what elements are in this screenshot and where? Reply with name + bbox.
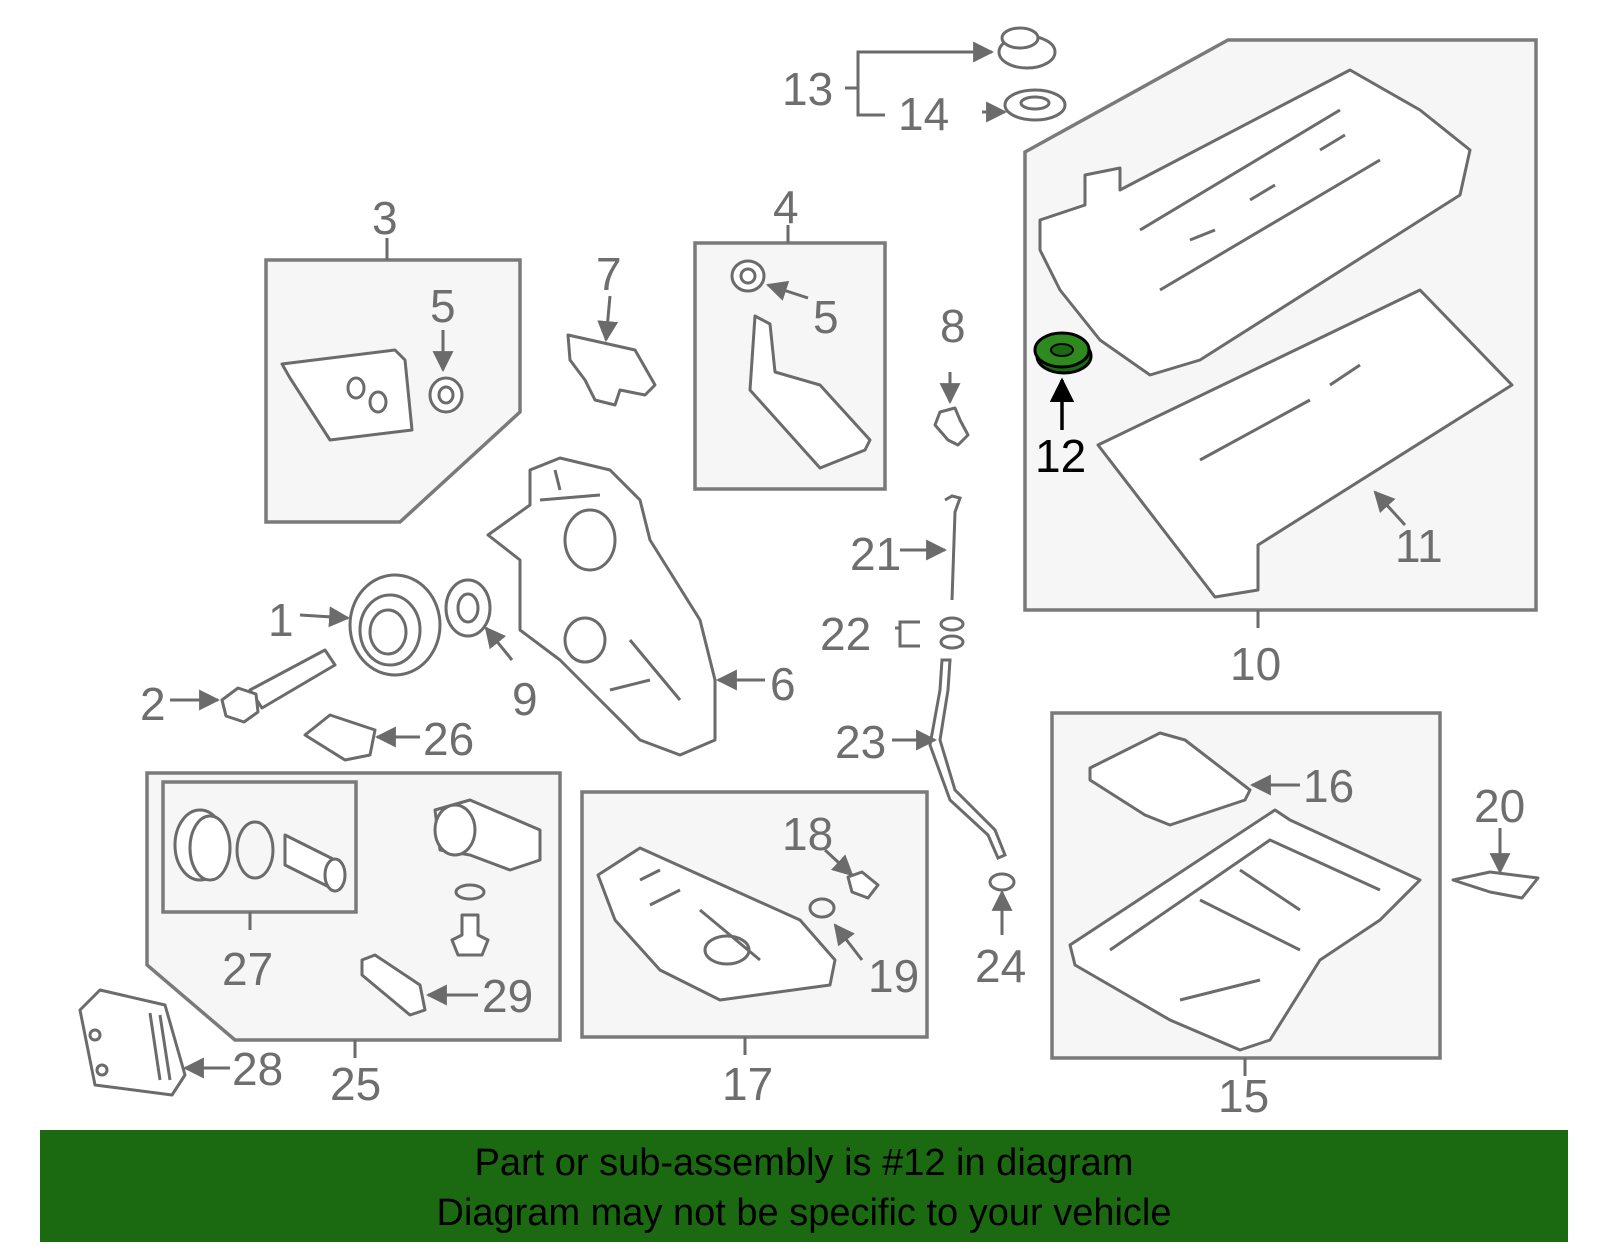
banner-line-2: Diagram may not be specific to your vehi… <box>436 1192 1172 1234</box>
callout-labels: 1 2 3 4 5 5 6 7 8 9 10 11 12 13 14 15 16… <box>140 63 1525 1122</box>
label-11: 11 <box>1395 520 1443 572</box>
label-18: 18 <box>782 808 833 860</box>
label-21: 21 <box>850 528 901 580</box>
label-4: 4 <box>773 181 799 233</box>
part-12-highlight <box>1033 331 1093 375</box>
label-12: 12 <box>1035 430 1086 482</box>
part-7 <box>566 295 657 407</box>
group-13-14 <box>845 26 1067 123</box>
group-10-box <box>1023 38 1538 628</box>
label-22: 22 <box>820 608 871 660</box>
label-17: 17 <box>722 1058 773 1110</box>
label-8: 8 <box>940 300 966 352</box>
parts-1-2-9-26 <box>170 573 514 762</box>
label-1: 1 <box>268 594 294 646</box>
group-25-box <box>145 771 562 1058</box>
label-5a: 5 <box>430 280 456 332</box>
label-16: 16 <box>1303 760 1354 812</box>
label-23: 23 <box>835 716 886 768</box>
group-3-box <box>264 238 522 524</box>
label-2: 2 <box>140 678 166 730</box>
label-13: 13 <box>782 63 833 115</box>
label-25: 25 <box>330 1058 381 1110</box>
label-3: 3 <box>372 192 398 244</box>
label-14: 14 <box>898 88 949 140</box>
dipstick-group <box>892 372 1016 935</box>
info-banner: Part or sub-assembly is #12 in diagram D… <box>40 1130 1568 1242</box>
label-28: 28 <box>232 1043 283 1095</box>
label-20: 20 <box>1474 780 1525 832</box>
label-26: 26 <box>423 713 474 765</box>
label-7: 7 <box>596 248 622 300</box>
group-15-box <box>1050 711 1442 1076</box>
label-15: 15 <box>1218 1070 1269 1122</box>
group-17-box <box>580 790 929 1055</box>
label-19: 19 <box>868 950 919 1002</box>
label-6: 6 <box>770 658 796 710</box>
label-5b: 5 <box>813 291 839 343</box>
group-4-box <box>693 225 887 491</box>
banner-line-1: Part or sub-assembly is #12 in diagram <box>474 1142 1134 1184</box>
label-29: 29 <box>482 970 533 1022</box>
part-28-oil-cooler <box>78 988 230 1097</box>
label-24: 24 <box>975 940 1026 992</box>
part-20 <box>1451 828 1540 900</box>
label-9: 9 <box>512 673 538 725</box>
part-6-timing-cover <box>486 456 765 757</box>
label-10: 10 <box>1230 638 1281 690</box>
label-27: 27 <box>222 943 273 995</box>
